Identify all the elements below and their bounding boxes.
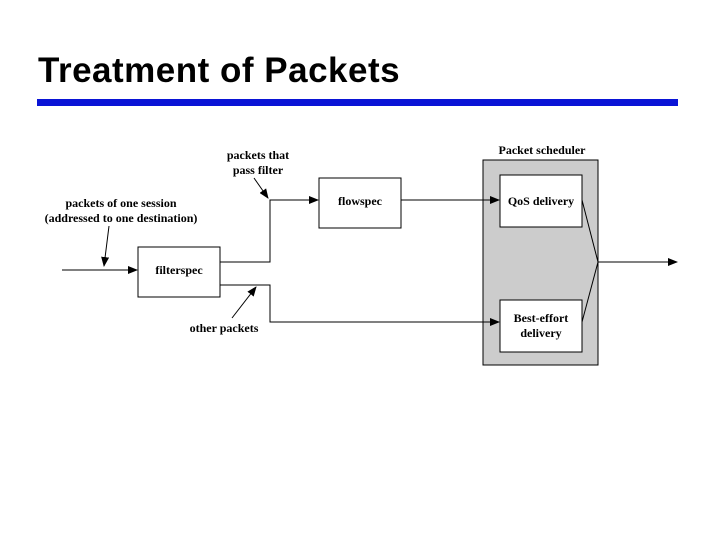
qos-delivery-box [499, 174, 583, 228]
session-pointer [101, 225, 110, 267]
filterspec-box [137, 246, 221, 298]
slide-title: Treatment of Packets [38, 51, 401, 90]
best-effort-label-line1: Best-effort [514, 311, 569, 325]
pass-path [220, 196, 319, 263]
best-effort-label-line2: delivery [520, 326, 561, 340]
other-label: other packets [190, 321, 259, 335]
filterspec-label: filterspec [155, 263, 203, 277]
session-label-line2: (addressed to one destination) [45, 211, 198, 225]
pass-label-line1: packets that [227, 148, 289, 162]
qos-merge-line [581, 199, 599, 263]
pass-label-line2: pass filter [233, 163, 284, 177]
other-path [220, 284, 500, 326]
other-pointer [231, 286, 257, 319]
best-effort-merge-line [581, 261, 599, 323]
title-underline [37, 99, 678, 106]
qos-delivery-label: QoS delivery [508, 194, 574, 208]
flowspec-label: flowspec [338, 194, 383, 208]
flowspec-box [318, 177, 402, 229]
session-label-line1: packets of one session [65, 196, 176, 210]
best-effort-box [499, 299, 583, 353]
packet-scheduler-label: Packet scheduler [499, 143, 587, 157]
pass-pointer [253, 177, 269, 199]
